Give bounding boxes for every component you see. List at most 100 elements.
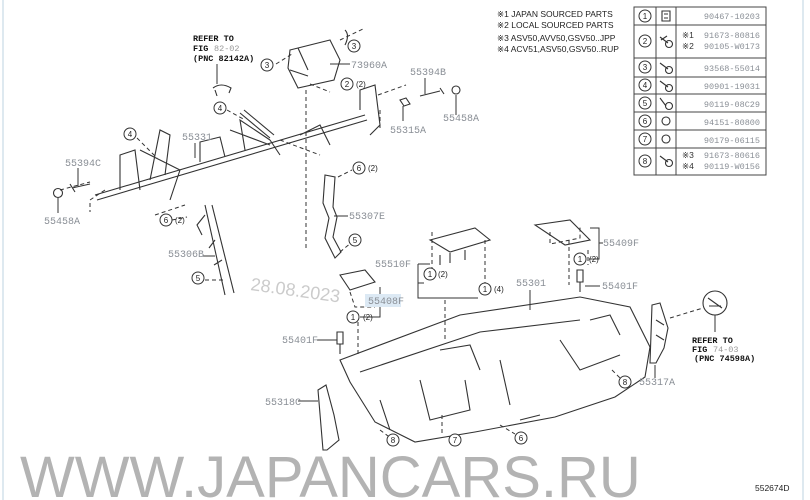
fig-link[interactable]: 74-03 [713,345,739,355]
callout: 5 [196,274,201,283]
nut-icon [661,116,671,126]
part-number: 91673-80816 [704,31,760,41]
part-55401F-left-drawing [336,331,344,354]
callout: 1 [578,255,583,264]
callout-qty: (2) [363,313,373,322]
reference-fig-82-02[interactable]: REFER TO FIG 82-02 (PNC 82142A) [193,34,254,97]
callout: 8 [391,436,396,445]
part-number: 90105-W0173 [704,42,760,52]
part-number: 94151-80800 [704,118,760,128]
note-2: ※2 LOCAL SOURCED PARTS [497,20,614,30]
ref-text: FIG [193,44,208,54]
ref-number: 4 [643,81,648,90]
part-label-55301[interactable]: 55301 [516,279,546,290]
part-55317A-drawing [649,302,669,364]
part-label-55408F[interactable]: 55408F [368,297,404,308]
part-label-55317A[interactable]: 55317A [639,378,675,389]
source-mark: ※4 [682,161,694,171]
part-label-55401F-right[interactable]: 55401F [602,282,638,293]
part-label-55394B[interactable]: 55394B [410,68,446,79]
ref-text: (PNC 82142A) [193,54,254,64]
part-number: 90901-19031 [704,82,760,92]
callout-qty: (2) [175,216,185,225]
part-55331-drawing [59,84,407,216]
wire-clip-drawing [212,84,232,97]
callout: 6 [357,164,362,173]
part-number: 90179-06115 [704,136,760,146]
label-highlight [365,294,401,307]
figure-id: 552674D [755,483,790,493]
note-1: ※1 JAPAN SOURCED PARTS [497,9,613,19]
part-number: 90119-W0156 [704,162,760,172]
part-number: 90467-10203 [704,12,760,22]
table-row: 4 90901-19031 [638,78,760,93]
part-label-55510F[interactable]: 55510F [375,260,411,271]
source-mark: ※1 [682,30,694,40]
part-55301-drawing [339,240,651,443]
ref-text: REFER TO [193,34,234,44]
ref-text: FIG [692,345,707,355]
clip-icon [661,10,671,22]
part-label-55306B[interactable]: 55306B [168,250,204,261]
part-label-55331[interactable]: 55331 [182,133,212,144]
part-label-73960A[interactable]: 73960A [351,61,387,72]
part-55307E-drawing [322,169,353,259]
callout: 5 [353,236,358,245]
table-row: 1 90467-10203 [638,9,760,23]
callout: 4 [218,104,223,113]
ref-text: REFER TO [692,336,733,346]
part-73960A-drawing: 3 3 2 (2) [260,27,366,250]
ref-number: 8 [643,157,648,166]
callout: 1 [428,270,433,279]
part-55409F-drawing [533,219,603,260]
callout-qty: (2) [368,164,378,173]
part-label-55307E[interactable]: 55307E [349,212,385,223]
callout: 1 [351,313,356,322]
fig-link[interactable]: 82-02 [214,44,240,54]
bolt-icon [659,80,669,88]
watermark: WWW.JAPANCARS.RU [20,445,641,500]
ref-number: 2 [643,37,648,46]
source-mark: ※2 [682,41,694,51]
table-row: 5 90119-08C29 [638,96,760,111]
table-row: 3 93568-55014 [638,60,760,75]
callout: 2 [345,80,350,89]
callout: 6 [519,434,524,443]
bolt-55394C-drawing [52,168,91,213]
ref-number: 5 [643,99,648,108]
callout: 3 [352,42,357,51]
callout-qty: (2) [589,255,599,264]
part-55408F-drawing [339,269,381,357]
callout-qty: (2) [356,80,366,89]
ref-text: (PNC 74598A) [694,354,755,364]
bolt-55394B-drawing [399,78,461,121]
sourcing-notes: ※1 JAPAN SOURCED PARTS ※2 LOCAL SOURCED … [497,9,619,54]
part-label-55315A[interactable]: 55315A [390,126,426,137]
callout: 1 [483,285,488,294]
table-row: 8 ※3 91673-80616 ※4 90119-W0156 [638,150,760,172]
part-label-55394C[interactable]: 55394C [65,159,101,170]
callout: 8 [623,378,628,387]
nut-icon [661,134,671,144]
part-label-55409F[interactable]: 55409F [603,239,639,250]
callout: 6 [164,216,169,225]
part-number: 93568-55014 [704,64,760,74]
note-3: ※3 ASV50,AVV50,GSV50..JPP [497,33,616,43]
table-row: 2 ※1 91673-80816 ※2 90105-W0173 [638,30,760,52]
ref-number: 3 [643,63,648,72]
part-55510F-drawing [417,227,492,299]
part-label-55401F-left[interactable]: 55401F [282,336,318,347]
part-number: 90119-08C29 [704,100,760,110]
callout: 7 [453,436,458,445]
fastener-table: 1 90467-10203 2 ※1 91673-80816 ※2 90105-… [633,6,767,176]
ref-number: 6 [643,117,648,126]
reference-fig-74-03[interactable]: REFER TO FIG 74-03 (PNC 74598A) [669,290,755,364]
part-label-55458A-left[interactable]: 55458A [44,217,80,228]
part-55318C-drawing [317,384,340,451]
bolt-icon [659,62,669,70]
table-row: 6 94151-80800 [638,114,760,128]
part-label-55458A-right[interactable]: 55458A [443,114,479,125]
table-row: 7 90179-06115 [638,132,760,146]
part-label-55318C[interactable]: 55318C [265,398,301,409]
